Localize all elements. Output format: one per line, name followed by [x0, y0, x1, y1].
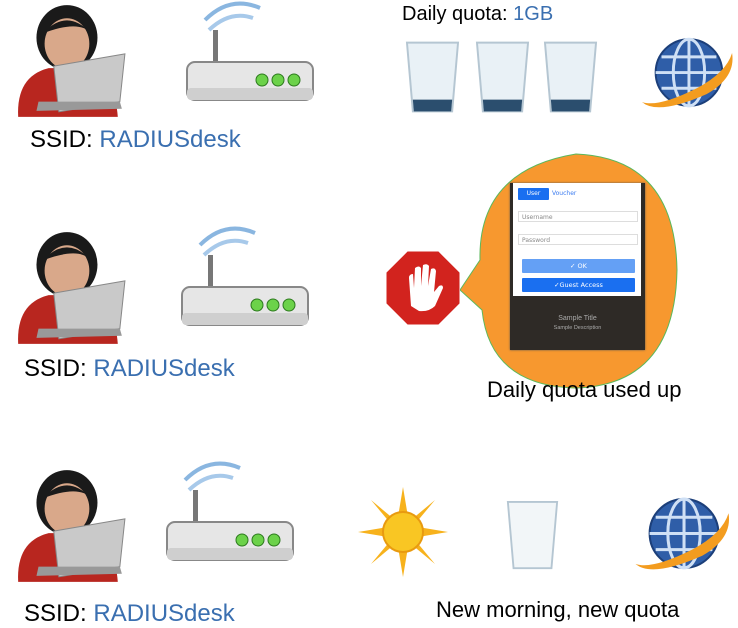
- stop-hand-icon: [383, 248, 463, 328]
- new-quota-caption: New morning, new quota: [436, 597, 680, 622]
- ssid-label: SSID: RADIUSdesk: [30, 126, 241, 153]
- sun-icon: [358, 487, 448, 577]
- sample-description: Sample Description: [553, 325, 602, 331]
- quota-used-caption: Daily quota used up: [487, 377, 682, 402]
- sample-title: Sample Title: [558, 315, 597, 322]
- internet-globe-icon: [638, 33, 736, 117]
- username-input[interactable]: Username: [518, 211, 638, 222]
- internet-globe-icon: [630, 493, 734, 579]
- tab-user[interactable]: User: [518, 188, 549, 200]
- user-laptop-icon: [8, 5, 130, 117]
- router-icon: [185, 0, 315, 105]
- guest-access-button[interactable]: ✓Guest Access: [522, 278, 635, 292]
- ssid-label: SSID: RADIUSdesk: [24, 600, 235, 627]
- router-icon: [165, 460, 295, 565]
- ok-button[interactable]: ✓ OK: [522, 259, 635, 273]
- ssid-label: SSID: RADIUSdesk: [24, 355, 235, 382]
- router-icon: [180, 225, 310, 330]
- login-card: User Voucher Username Password ✓ OK ✓Gue…: [513, 183, 641, 296]
- glass-full-icon: [405, 40, 460, 116]
- empty-glass-icon: [506, 500, 559, 570]
- daily-quota-label: Daily quota: 1GB: [402, 3, 554, 25]
- tab-voucher[interactable]: Voucher: [552, 190, 577, 197]
- password-input[interactable]: Password: [518, 234, 638, 245]
- captive-portal-screenshot: User Voucher Username Password ✓ OK ✓Gue…: [510, 183, 645, 350]
- glass-full-icon: [475, 40, 530, 116]
- user-laptop-icon: [8, 232, 130, 344]
- glass-full-icon: [543, 40, 598, 116]
- user-laptop-icon: [8, 470, 130, 582]
